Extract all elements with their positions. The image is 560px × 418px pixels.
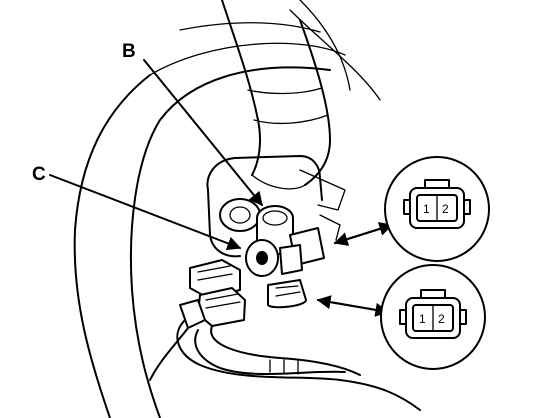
connector-view-arrows (316, 222, 394, 317)
harness-wires (149, 319, 421, 411)
upper-connector-latch (424, 179, 450, 189)
lower-connector-pin-2: 2 (438, 312, 445, 326)
harness-connectors (179, 259, 246, 329)
component-c (245, 239, 307, 309)
lower-connector-pin-1: 1 (419, 312, 426, 326)
lower-connector-latch (420, 289, 446, 299)
engine-housing-outline (73, 0, 381, 418)
upper-connector-pin-2: 2 (442, 202, 449, 216)
lower-connector-view: 1 2 (380, 264, 486, 370)
upper-connector-view: 1 2 (384, 156, 490, 262)
label-b: B (122, 41, 136, 62)
callout-line-b (143, 59, 263, 207)
callout-line-c (49, 174, 242, 251)
upper-connector-pin-1: 1 (423, 202, 430, 216)
label-c: C (32, 164, 46, 185)
solenoid-body (206, 155, 346, 258)
callout-lines (49, 59, 263, 251)
